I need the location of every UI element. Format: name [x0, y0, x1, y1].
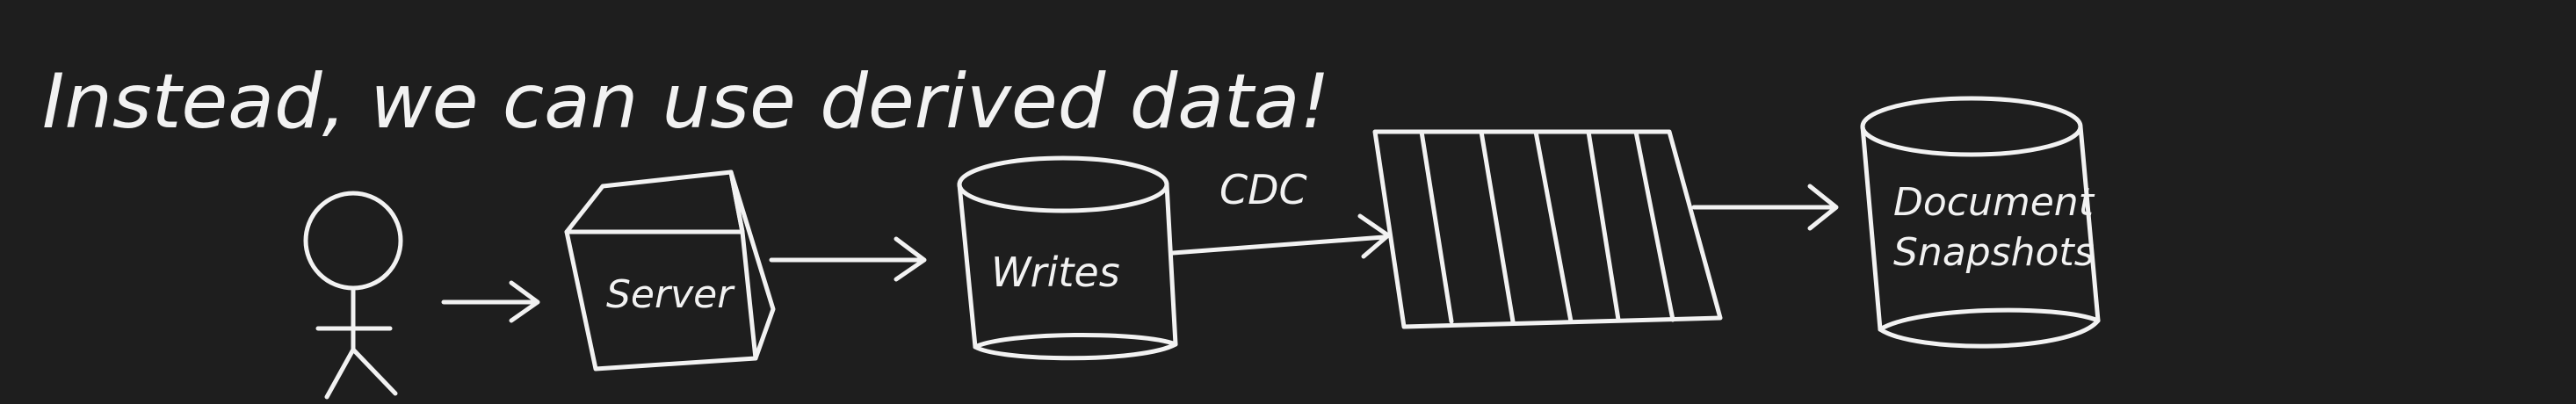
- cdc-label: CDC: [1219, 166, 1307, 213]
- snapshots-label: Snapshots: [1893, 230, 2095, 275]
- user-to-server-arrow: [441, 280, 540, 323]
- user-icon: [303, 191, 403, 400]
- writes-to-log-arrow: [1170, 213, 1391, 259]
- server-to-writes-arrow: [769, 236, 927, 282]
- writes-database: Writes: [957, 155, 1178, 361]
- log-stream: [1372, 129, 1723, 329]
- document-label: Document: [1893, 180, 2095, 225]
- writes-label: Writes: [991, 249, 1120, 296]
- document-snapshots-database: Document Snapshots: [1860, 96, 2101, 349]
- log-to-document-arrow: [1691, 184, 1839, 231]
- server-node: Server: [564, 170, 776, 372]
- diagram-heading: Instead, we can use derived data!: [42, 58, 1330, 146]
- server-label: Server: [606, 272, 735, 317]
